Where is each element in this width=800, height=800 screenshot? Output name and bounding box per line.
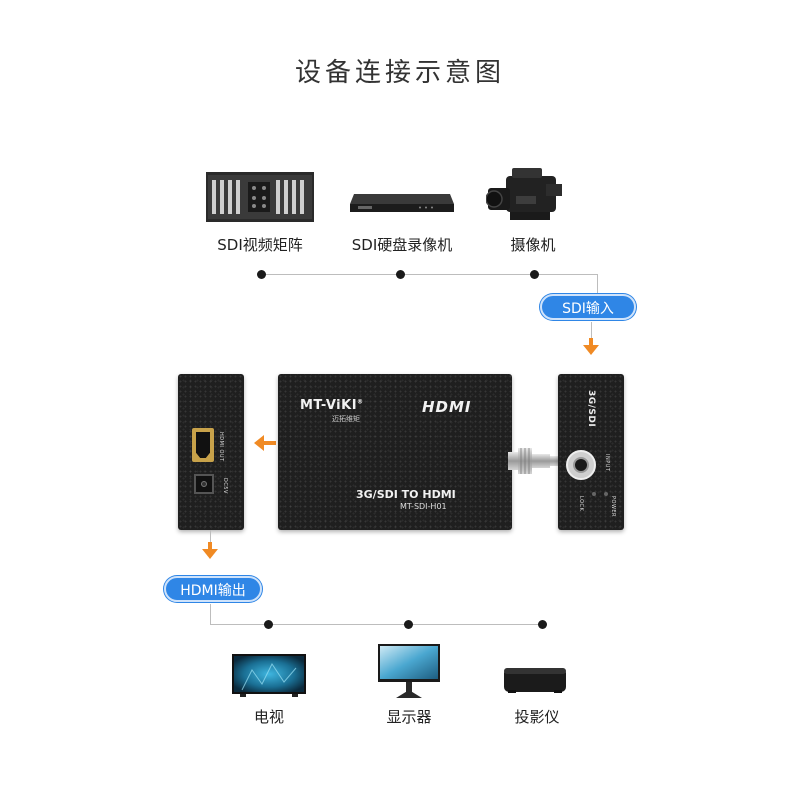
hdmi-logo: HDMI [422, 398, 472, 416]
power-led-icon [604, 492, 608, 496]
output-bus-line [210, 624, 546, 625]
lock-led-icon [592, 492, 596, 496]
dc-label: DC5V [222, 478, 228, 494]
input-arrow-line [591, 322, 592, 338]
connection-dot [538, 620, 547, 629]
sdi-matrix-icon [206, 172, 314, 222]
arrow-down-icon [202, 549, 218, 559]
hdmi-port-icon [192, 428, 214, 462]
input-bus-line-vertical [597, 274, 598, 294]
lock-label: LOCK [578, 496, 584, 512]
device-label-sdi-matrix: SDI视频矩阵 [217, 236, 303, 254]
bnc-connector-icon [508, 446, 560, 476]
monitor-icon [378, 644, 440, 700]
sdi-input-port-label: INPUT [604, 454, 610, 472]
dvr-icon [350, 190, 454, 214]
bnc-socket-icon [566, 450, 596, 480]
output-arrow-stem [264, 441, 276, 445]
hdmi-out-label: HDMI OUT [218, 432, 224, 462]
hdmi-output-badge: HDMI输出 [164, 576, 262, 602]
output-arrow-line [210, 530, 211, 542]
device-label-dvr: SDI硬盘录像机 [351, 236, 453, 254]
input-side-panel: 3G/SDI INPUT LOCK POWER [558, 374, 624, 530]
power-label: POWER [610, 496, 616, 518]
device-label-projector: 投影仪 [514, 708, 560, 726]
model-number: MT-SDI-H01 [400, 502, 447, 511]
output-side-panel: HDMI OUT DC5V [178, 374, 244, 530]
connection-dot [530, 270, 539, 279]
product-name: 3G/SDI TO HDMI [356, 488, 456, 501]
tv-icon [232, 654, 306, 698]
input-bus-line [262, 274, 598, 275]
sdi-input-badge: SDI输入 [540, 294, 636, 320]
converter-device: MT-ViKI® 迈拓维矩 HDMI 3G/SDI TO HDMI MT-SDI… [278, 374, 512, 530]
device-label-tv: 电视 [253, 708, 284, 726]
dc-power-jack-icon [194, 474, 214, 494]
brand-cn: 迈拓维矩 [332, 415, 360, 423]
sdi-type-label: 3G/SDI [586, 390, 596, 428]
projector-icon [502, 664, 568, 696]
page-title: 设备连接示意图 [294, 58, 505, 88]
brand-logo: MT-ViKI® [300, 398, 364, 413]
device-label-monitor: 显示器 [386, 708, 432, 726]
device-label-camcorder: 摄像机 [510, 236, 556, 254]
input-arrow-stem [589, 338, 593, 346]
output-down-arrow-stem [208, 542, 212, 550]
arrow-left-icon [254, 435, 264, 451]
connection-dot [396, 270, 405, 279]
arrow-down-icon [583, 345, 599, 355]
camcorder-icon [485, 166, 566, 224]
connection-dot [264, 620, 273, 629]
output-bus-line-vertical [210, 604, 211, 624]
connection-dot [257, 270, 266, 279]
connection-dot [404, 620, 413, 629]
